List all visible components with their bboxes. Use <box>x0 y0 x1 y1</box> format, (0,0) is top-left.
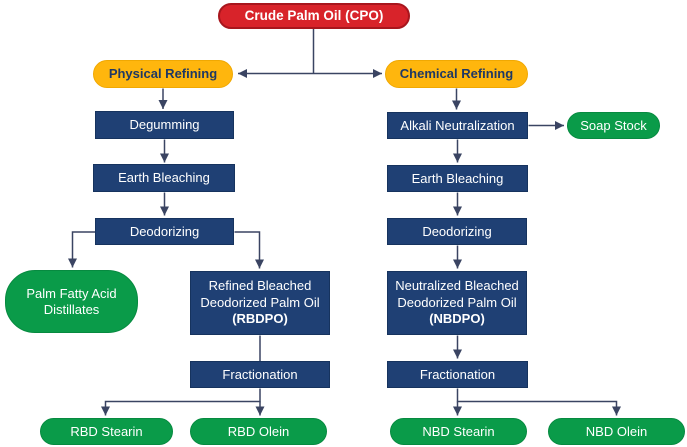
node-degumming: Degumming <box>95 111 234 139</box>
rbdpo-name: Refined Bleached Deodorized Palm Oil <box>200 277 320 310</box>
edge-fractionation-nbdolein <box>456 388 621 416</box>
rbdpo-abbr: (RBDPO) <box>232 311 288 327</box>
node-soap-stock: Soap Stock <box>567 112 660 139</box>
node-physical-refining: Physical Refining <box>93 60 233 88</box>
edge-deodorizing-pfad <box>68 231 95 268</box>
node-deodorizing-left: Deodorizing <box>95 218 234 245</box>
node-earth-bleaching-left: Earth Bleaching <box>93 164 235 192</box>
node-rbd-stearin: RBD Stearin <box>40 418 173 445</box>
node-deodorizing-right: Deodorizing <box>387 218 527 245</box>
pfad-label: Palm Fatty Acid Distillates <box>26 285 117 317</box>
node-rbdpo: Refined Bleached Deodorized Palm Oil (RB… <box>190 271 330 335</box>
node-palm-fatty-acid-distillates: Palm Fatty Acid Distillates <box>5 270 138 333</box>
nbdpo-abbr: (NBDPO) <box>429 311 485 327</box>
node-earth-bleaching-right: Earth Bleaching <box>387 165 528 192</box>
edge-fractionation-rbdstearin <box>101 388 261 416</box>
node-chemical-refining: Chemical Refining <box>385 60 528 88</box>
edge-deodorizing-rbdpo <box>234 231 264 269</box>
nbdpo-name: Neutralized Bleached Deodorized Palm Oil <box>395 277 519 310</box>
node-nbdpo: Neutralized Bleached Deodorized Palm Oil… <box>387 271 527 335</box>
node-crude-palm-oil: Crude Palm Oil (CPO) <box>218 3 410 29</box>
node-nbd-olein: NBD Olein <box>548 418 685 445</box>
node-alkali-neutralization: Alkali Neutralization <box>387 112 528 139</box>
node-fractionation-right: Fractionation <box>387 361 528 388</box>
node-nbd-stearin: NBD Stearin <box>390 418 527 445</box>
node-rbd-olein: RBD Olein <box>190 418 327 445</box>
node-fractionation-left: Fractionation <box>190 361 330 388</box>
